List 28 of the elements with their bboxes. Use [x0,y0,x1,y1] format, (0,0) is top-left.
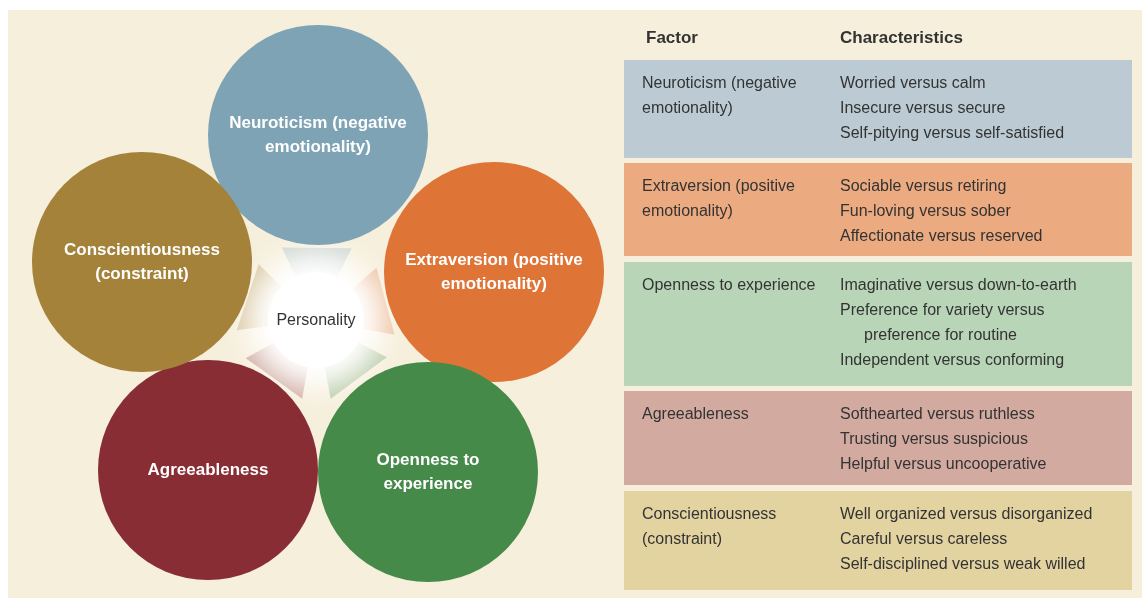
factor-text: Neuroticism (negative emotionality) [642,73,798,118]
characteristic-text: Affectionate versus reserved [840,226,1044,246]
factor-text: Extraversion (positive emotionality) [642,176,796,221]
characteristic-text: Imaginative versus down-to-earth [840,275,1078,295]
characteristic-text: Worried versus calm [840,73,987,93]
factor-text: Conscientiousness (constraint) [642,504,778,549]
characteristic-text: Preference for variety versus preference for routine [840,300,1046,345]
characteristic-text: Insecure versus secure [840,98,1007,118]
circle-label: Openness to experience [375,449,481,495]
characteristic-text: Softhearted versus ruthless [840,404,1036,424]
column-header: Factor [646,28,698,48]
characteristic-text: Trusting versus suspicious [840,429,1029,449]
characteristic-text: Sociable versus retiring [840,176,1008,196]
circle-label: Conscientiousness (constraint) [63,239,221,285]
factor-text: Agreeableness [642,404,750,424]
characteristic-text: Careful versus careless [840,529,1009,549]
characteristic-text: Self-pitying versus self-satisfied [840,123,1066,143]
characteristic-text: Self-disciplined versus weak willed [840,554,1087,574]
circle-label: Extraversion (positive emotionality) [404,249,584,295]
factor-text: Openness to experience [642,275,817,295]
characteristic-text: Fun-loving versus sober [840,201,1012,221]
circle-label: Agreeableness [147,459,269,481]
column-header: Characteristics [840,28,963,48]
circle-label: Personality [276,310,356,330]
circle-label: Neuroticism (negative emotionality) [228,112,408,158]
characteristic-text: Independent versus conforming [840,350,1066,370]
characteristic-text: Well organized versus disorganized [840,504,1094,524]
characteristic-text: Helpful versus uncooperative [840,454,1048,474]
